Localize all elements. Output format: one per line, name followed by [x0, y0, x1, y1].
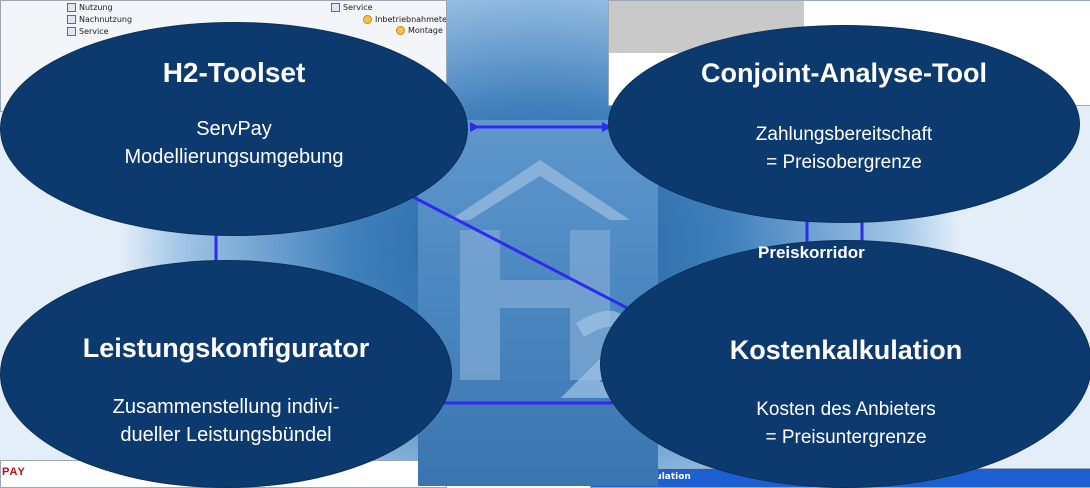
servpay-logo-text: PAY: [2, 466, 26, 478]
h2-toolset-node: H2-Toolset ServPay Modellierungsumgebung: [0, 22, 468, 236]
tree-item: Service: [67, 27, 109, 36]
sun-icon: [363, 15, 372, 24]
leistungskonfigurator-node: Leistungskonfigurator Zusammenstellung i…: [0, 260, 452, 488]
node-description: Kosten des Anbieters = Preisuntergrenze: [756, 399, 936, 448]
kostenkalkulation-node: Kostenkalkulation Kosten des Anbieters =…: [600, 240, 1090, 488]
tree-item: Nachnutzung: [67, 15, 132, 24]
node-title: H2-Toolset: [162, 57, 306, 88]
node-description: Zusammenstellung indivi- dueller Leistun…: [112, 396, 340, 446]
model-icon: [67, 3, 76, 12]
tree-item: Nutzung: [67, 3, 113, 12]
model-icon: [67, 27, 76, 36]
node-description: Zahlungsbereitschaft = Preisobergrenze: [755, 124, 933, 173]
node-title: Leistungskonfigurator: [82, 333, 370, 363]
conjoint-analyse-tool-node: Conjoint-Analyse-Tool Zahlungsbereitscha…: [608, 25, 1080, 223]
tree-item: Inbetriebnahmeter: [363, 15, 446, 24]
tree-item: Service: [331, 3, 373, 12]
preiskorridor-label: Preiskorridor: [758, 243, 865, 262]
node-description: ServPay Modellierungsumgebung: [124, 118, 344, 168]
moon-icon: [396, 26, 405, 35]
model-icon: [67, 15, 76, 24]
tree-item: Montage: [396, 26, 443, 35]
node-title: Conjoint-Analyse-Tool: [701, 58, 987, 88]
service-icon: [331, 3, 340, 12]
node-title: Kostenkalkulation: [729, 335, 963, 365]
